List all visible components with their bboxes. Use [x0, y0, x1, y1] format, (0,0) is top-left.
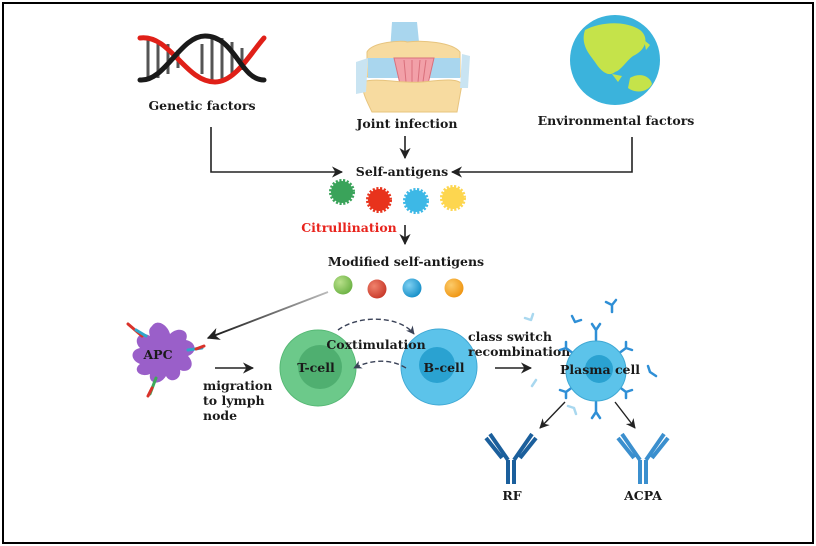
modified-antigen-green — [333, 275, 353, 295]
costimulation-label: Coxtimulation — [326, 337, 425, 352]
self-antigen-blue — [403, 188, 429, 214]
apc-cell-icon — [126, 322, 206, 398]
migration-label-line2: to lymph — [203, 393, 265, 408]
migration-label-line3: node — [203, 408, 237, 423]
arrow-plasma-to-acpa — [614, 401, 636, 429]
arrow-genetic-to-self-antigens — [210, 127, 344, 178]
modified-antigen-orange — [444, 278, 464, 298]
arrow-costim-t-to-b — [337, 318, 415, 335]
self-antigen-red — [366, 187, 392, 213]
globe-icon — [570, 15, 660, 105]
class-switch-label-line1: class switch — [468, 329, 552, 344]
tcell-nucleus — [298, 345, 342, 389]
knee-joint-icon — [356, 22, 470, 113]
citrullination-label: Citrullination — [301, 220, 397, 235]
bcell-nucleus — [419, 347, 455, 383]
self-antigen-yellow — [440, 185, 466, 211]
tcell-label: T-cell — [297, 360, 335, 375]
acpa-antibody-icon — [616, 432, 670, 484]
plasma-cell-label: Plasma cell — [560, 362, 640, 377]
acpa-label: ACPA — [623, 488, 662, 503]
modified-self-antigens-label: Modified self-antigens — [328, 254, 484, 269]
arrow-environment-to-self-antigens — [450, 137, 633, 178]
modified-antigen-blue — [402, 278, 422, 298]
arrow-costim-b-to-t — [353, 360, 407, 369]
joint-infection-label: Joint infection — [356, 116, 458, 131]
plasma-cell-icon — [523, 298, 658, 420]
modified-antigen-red — [367, 279, 387, 299]
environmental-factors-label: Environmental factors — [538, 113, 695, 128]
genetic-factors-label: Genetic factors — [149, 98, 256, 113]
apc-label: APC — [142, 347, 172, 362]
arrow-antigens-to-apc — [206, 291, 329, 340]
self-antigens-label: Self-antigens — [356, 164, 448, 179]
arrow-plasma-to-rf — [539, 401, 566, 429]
migration-label-line1: migration — [203, 378, 272, 393]
class-switch-label-line2: recombination — [468, 344, 570, 359]
bcell-label: B-cell — [423, 360, 464, 375]
dna-helix-icon — [137, 33, 267, 85]
rf-label: RF — [502, 488, 521, 503]
self-antigen-green — [329, 179, 355, 205]
rf-antibody-icon — [484, 432, 538, 484]
